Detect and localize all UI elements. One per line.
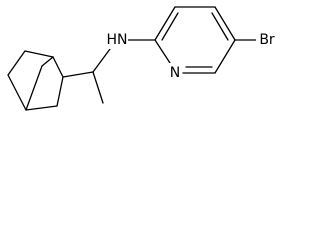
atom-labels: HN N Br	[106, 31, 278, 81]
bond-c2-c3	[25, 105, 58, 111]
bond-c1-c2	[56, 76, 64, 107]
ring-bond-c2-c3	[154, 6, 176, 41]
ring-bond-n-c2	[154, 39, 171, 64]
ring-bond-c4-c5	[214, 6, 236, 41]
bromine-label: Br	[259, 32, 275, 48]
bond-cage-ch	[62, 71, 94, 78]
bond-c5-c6	[24, 50, 54, 58]
pyridine-n-label: N	[170, 65, 180, 81]
pyridine-ring	[154, 6, 236, 74]
ethylidene-linker	[62, 48, 111, 104]
bond-c4-c5	[7, 50, 26, 76]
ring-double-bond-c2-c3-inner	[161, 12, 179, 41]
bond-ch-methyl	[92, 71, 104, 104]
molecule-structure: HN N Br	[7, 6, 278, 111]
ring-bond-c5-c6	[214, 39, 236, 74]
bond-c3-c4	[7, 74, 27, 111]
norbornane-cage	[7, 50, 64, 111]
ring-double-bond-c4-c5-inner	[211, 12, 229, 41]
bond-c6-c1	[52, 56, 64, 78]
amine-nh-label: HN	[107, 32, 128, 48]
bridge-bond-c7-c3	[25, 65, 43, 111]
molecule-canvas: HN N Br	[0, 0, 286, 116]
bridge-bond-c6-c7	[41, 56, 54, 67]
bond-ch-nh	[92, 48, 111, 73]
